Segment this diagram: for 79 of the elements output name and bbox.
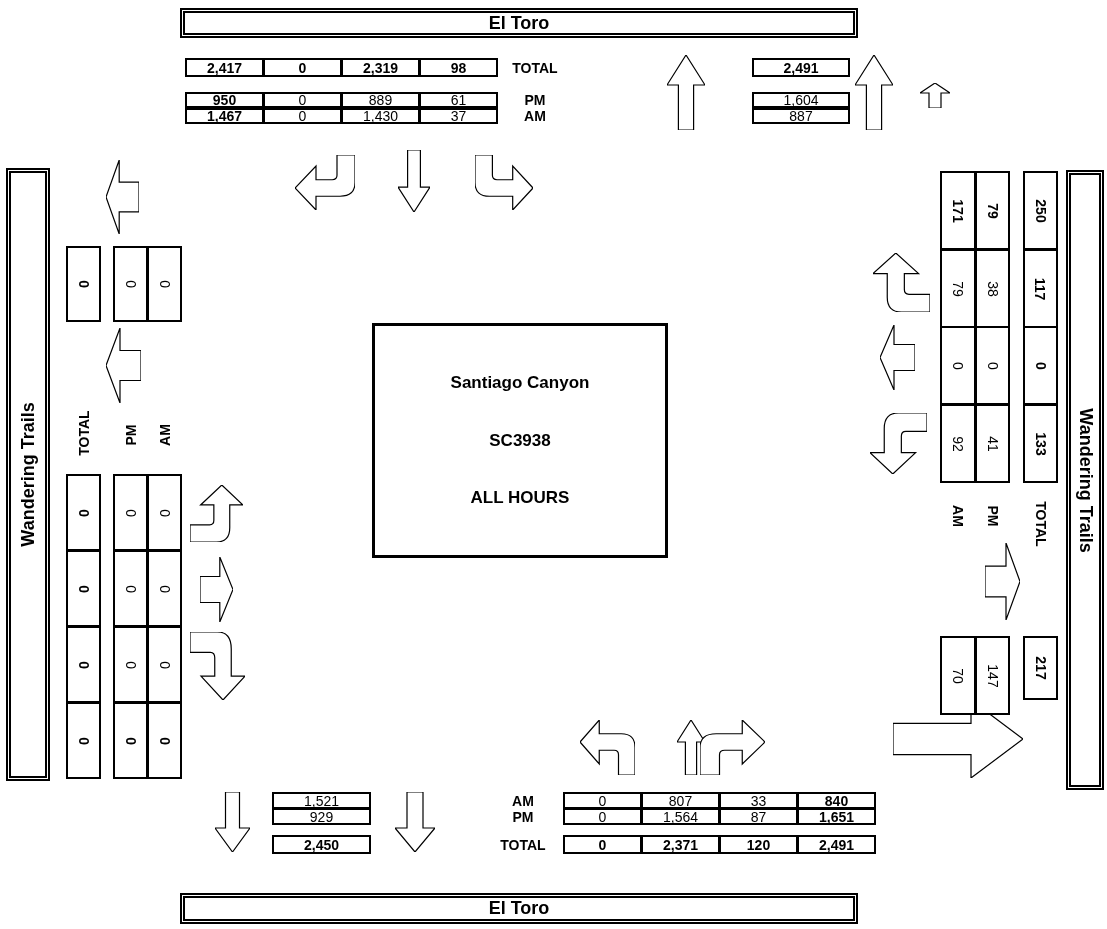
count-cell: 0 [113,474,148,551]
street-name-banner [6,168,50,781]
count-cell: 2,491 [752,58,850,77]
count-cell: 2,319 [341,58,420,77]
period-header: TOTAL [499,835,547,854]
count-cell: 1,467 [185,108,264,124]
count-cell: 0 [147,246,182,322]
street-name: Wandering Trails [16,402,39,547]
count-cell: 2,417 [185,58,264,77]
count-cell: 0 [563,835,642,854]
period-header: AM [523,108,547,124]
count-cell: 79 [940,249,976,328]
count-cell: 1,604 [752,92,850,108]
period-header: PM [511,808,535,825]
count-cell: 0 [113,550,148,627]
count-cell: 79 [975,171,1010,250]
count-cell: 0 [263,108,342,124]
count-cell: 0 [147,626,182,703]
period-header: PM [523,92,547,108]
period-header: PM [121,423,140,448]
count-cell: 217 [1023,636,1058,700]
count-cell: 38 [975,249,1010,328]
period-header: TOTAL [1031,500,1050,549]
count-cell: 929 [272,808,371,825]
street-name: Wandering Trails [1074,407,1097,553]
count-cell: 2,371 [641,835,720,854]
intersection-text: SC3938 [489,429,551,452]
count-cell: 117 [1023,249,1058,328]
intersection-text: ALL HOURS [470,487,570,510]
street-name: El Toro [488,11,550,35]
count-cell: 133 [1023,404,1058,483]
count-cell: 0 [66,626,101,703]
street-name-banner [1066,170,1104,790]
count-cell: 0 [975,326,1010,405]
count-cell: 0 [147,550,182,627]
count-cell: 171 [940,171,976,250]
count-cell: 61 [419,92,498,108]
count-cell: 2,450 [272,835,371,854]
period-header: AM [949,503,967,529]
count-cell: 0 [66,246,101,322]
count-cell: 1,430 [341,108,420,124]
intersection-text: Santiago Canyon [450,372,590,395]
intersection-box [372,323,668,558]
count-cell: 2,491 [797,835,876,854]
count-cell: 0 [263,58,342,77]
count-cell: 70 [940,636,976,715]
count-cell: 250 [1023,171,1058,250]
count-cell: 0 [147,702,182,779]
count-cell: 0 [113,702,148,779]
count-cell: 1,564 [641,808,720,825]
count-cell: 0 [1023,326,1058,405]
count-cell: 1,651 [797,808,876,825]
count-cell: 0 [563,808,642,825]
count-cell: 950 [185,92,264,108]
count-cell: 147 [975,636,1010,715]
count-cell: 0 [113,626,148,703]
count-cell: 0 [263,92,342,108]
period-header: AM [155,423,174,448]
street-name-banner [180,8,858,38]
count-cell: 87 [719,808,798,825]
count-cell: 92 [940,404,976,483]
period-header: PM [983,504,1002,528]
street-name-banner [180,893,858,924]
count-cell: 0 [66,474,101,551]
period-header: AM [511,792,535,809]
count-cell: 0 [113,246,148,322]
count-cell: 887 [752,108,850,124]
count-cell: 98 [419,58,498,77]
count-cell: 0 [940,326,976,405]
street-name: El Toro [488,897,550,920]
count-cell: 120 [719,835,798,854]
period-header: TOTAL [74,408,93,458]
count-cell: 37 [419,108,498,124]
count-cell: 41 [975,404,1010,483]
count-cell: 889 [341,92,420,108]
count-cell: 0 [147,474,182,551]
period-header: TOTAL [511,58,559,77]
count-cell: 0 [66,702,101,779]
count-cell: 0 [66,550,101,627]
